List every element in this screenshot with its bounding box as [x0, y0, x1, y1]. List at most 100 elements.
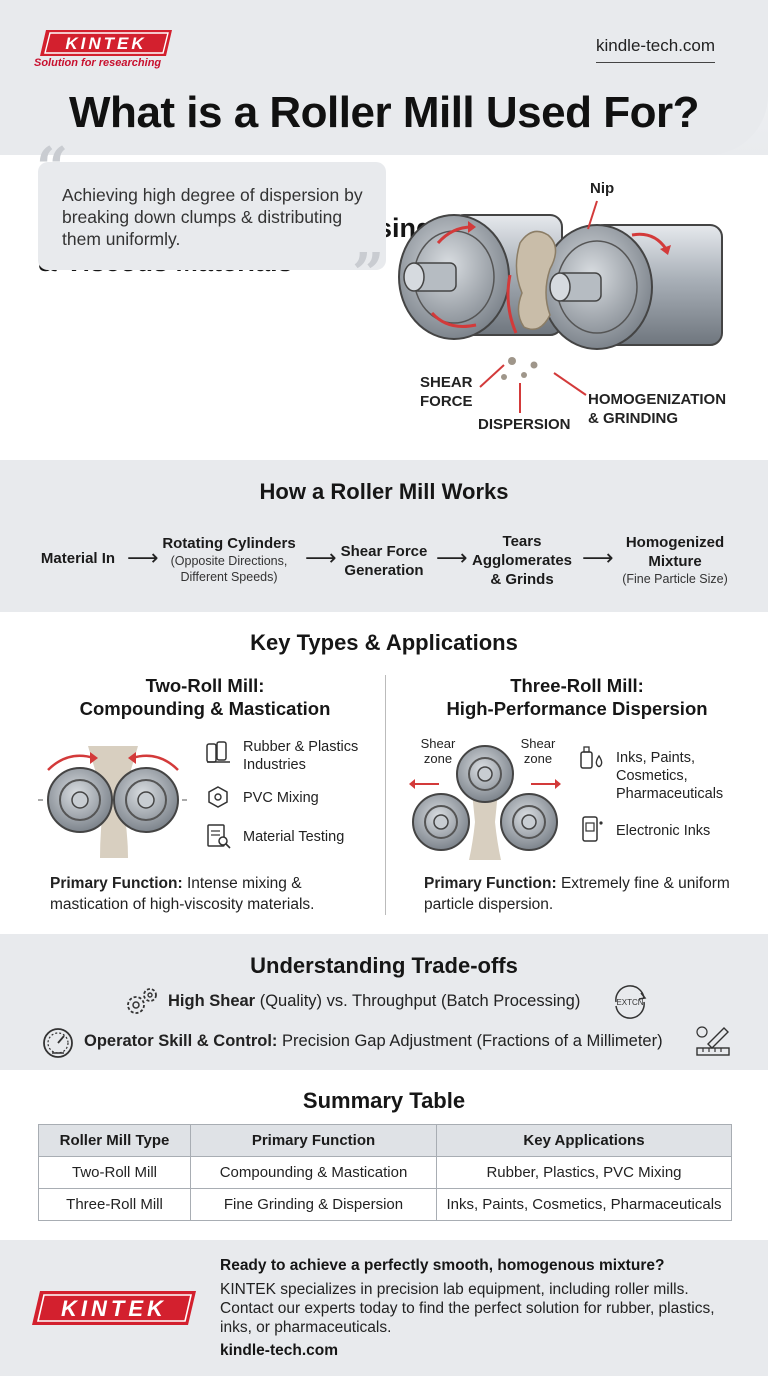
label-homog-1: HOMOGENIZATION [588, 391, 726, 408]
shear-zone-right-line2: zone [523, 751, 553, 766]
three-roll-app-electronic: Electronic Inks [616, 823, 711, 839]
tradeoff-operator-skill: Operator Skill & Control: Precision Gap … [84, 1032, 663, 1051]
footer-title: Ready to achieve a perfectly smooth, hom… [220, 1257, 665, 1274]
table-cell: Compounding & Mastication [190, 1156, 437, 1189]
arrow-right-icon: ⟶ [305, 545, 337, 570]
table-cell: Two-Roll Mill [38, 1156, 191, 1189]
flow-step-label: Material In [40, 550, 116, 567]
two-roll-title-line2: Compounding & Mastication [79, 698, 331, 719]
footer-kintek-logo[interactable]: KINTEK [30, 1289, 198, 1327]
table-header-cell: Primary Function [190, 1124, 437, 1157]
bottle-drop-icon [580, 746, 603, 769]
table-header-cell: Roller Mill Type [38, 1124, 191, 1157]
arrow-right-icon: ⟶ [127, 545, 159, 570]
table-row: Two-Roll Mill Compounding & Mastication … [38, 1156, 732, 1189]
roller-mill-illustration: Nip SHEAR FORCE DISPERSION HOMOGENIZATIO… [398, 180, 726, 433]
tradeoff-shear-throughput: High Shear (Quality) vs. Throughput (Bat… [168, 992, 580, 1011]
label-shear-2: FORCE [420, 393, 473, 410]
two-roll-app-pvc: PVC Mixing [243, 790, 319, 806]
three-roll-app-inks: Inks, Paints, Cosmetics, Pharmaceuticals [616, 750, 724, 802]
footer-site-link[interactable]: kindle-tech.com [220, 1342, 338, 1359]
flow-step-rotating-cylinders: Rotating Cylinders (Opposite Directions,… [156, 534, 302, 585]
kintek-logo[interactable]: KINTEK [38, 28, 174, 58]
flow-step-label: Tears Agglomerates & Grinds [471, 533, 573, 588]
shear-zone-left-line2: zone [423, 751, 453, 766]
gears-icon [127, 988, 157, 1014]
page-title: What is a Roller Mill Used For? [69, 88, 699, 137]
summary-table: Roller Mill Type Primary Function Key Ap… [38, 1124, 732, 1221]
gauge-icon [43, 1028, 73, 1058]
table-row: Three-Roll Mill Fine Grinding & Dispersi… [38, 1188, 732, 1221]
table-cell: Fine Grinding & Dispersion [190, 1188, 437, 1221]
flow-step-sub: (Fine Particle Size) [622, 572, 728, 586]
two-roll-app-rubber: Rubber & Plastics Industries [243, 739, 359, 773]
table-cell: Inks, Paints, Cosmetics, Pharmaceuticals [436, 1188, 732, 1221]
tradeoff-line1-rest: (Quality) vs. Throughput (Batch Processi… [255, 992, 581, 1010]
two-roll-title-line1: Two-Roll Mill: [145, 675, 265, 696]
primary-function-label: Primary Function: [50, 875, 183, 892]
flow-step-label: Shear Force Generation [340, 543, 428, 579]
pvc-molecule-icon [208, 786, 228, 808]
material-testing-icon [207, 824, 231, 849]
label-shear-1: SHEAR [420, 374, 473, 391]
arrow-right-icon: ⟶ [582, 545, 614, 570]
tradeoff-line1-bold: High Shear [168, 992, 256, 1010]
label-dispersion: DISPERSION [478, 416, 571, 433]
how-it-works-section [0, 460, 768, 612]
tradeoff-line2-bold: Operator Skill & Control: [84, 1032, 278, 1050]
electronic-device-icon [582, 816, 603, 842]
footer-body: KINTEK specializes in precision lab equi… [220, 1281, 715, 1336]
refresh-cycle-icon: EXTCN [615, 985, 647, 1019]
table-header-row: Roller Mill Type Primary Function Key Ap… [38, 1124, 732, 1157]
shear-zone-right-line1: Shear [520, 736, 556, 751]
three-roll-title: Three-Roll Mill: High-Performance Disper… [410, 674, 744, 720]
two-roll-app-testing: Material Testing [243, 829, 345, 845]
flow-step-homogenized: Homogenized Mixture (Fine Particle Size) [610, 533, 740, 587]
flow-step-tears-agglomerates: Tears Agglomerates & Grinds [466, 532, 578, 589]
header-panel [0, 0, 768, 155]
rubber-rolls-icon [206, 741, 230, 763]
primary-function-text: Extremely fine & uniform particle disper… [424, 875, 730, 913]
quote-box [38, 162, 386, 270]
primary-function-text: Intense mixing & mastication of high-vis… [50, 875, 315, 913]
three-roll-title-line1: Three-Roll Mill: [510, 675, 644, 696]
flow-step-sub: (Opposite Directions, Different Speeds) [170, 554, 288, 584]
refresh-icon-text: EXTCN [616, 998, 643, 1007]
quote-text: Achieving high degree of dispersion by b… [62, 185, 363, 249]
label-nip: Nip [590, 180, 614, 197]
flow-step-label: Homogenized Mixture [625, 534, 725, 570]
types-title: Key Types & Applications [250, 630, 518, 655]
three-roll-illustration [409, 745, 561, 860]
flow-step-shear-force: Shear Force Generation [334, 542, 434, 580]
how-title: How a Roller Mill Works [259, 479, 509, 504]
three-roll-primary-function: Primary Function: Extremely fine & unifo… [424, 873, 744, 915]
logo-text: KINTEK [65, 34, 146, 53]
footer-logo-text: KINTEK [61, 1296, 167, 1321]
site-link[interactable]: kindle-tech.com [596, 36, 716, 63]
label-homog-2: & GRINDING [588, 410, 678, 427]
three-roll-title-line2: High-Performance Dispersion [446, 698, 708, 719]
two-roll-primary-function: Primary Function: Intense mixing & masti… [50, 873, 370, 915]
quote-close-icon: ” [352, 241, 385, 307]
flow-step-material-in: Material In [30, 549, 126, 568]
logo-tagline: Solution for researching [34, 57, 162, 69]
summary-title: Summary Table [302, 1088, 466, 1113]
shear-zone-left: Shear zone [413, 736, 463, 766]
material-in-nip [501, 230, 557, 380]
ruler-pencil-icon [696, 1026, 730, 1056]
flow-step-label: Rotating Cylinders [162, 535, 296, 552]
table-cell: Rubber, Plastics, PVC Mixing [436, 1156, 732, 1189]
arrow-right-icon: ⟶ [436, 545, 468, 570]
table-cell: Three-Roll Mill [38, 1188, 191, 1221]
tradeoffs-title: Understanding Trade-offs [250, 953, 518, 978]
tradeoff-line2-rest: Precision Gap Adjustment (Fractions of a… [277, 1032, 663, 1050]
right-roller [541, 224, 723, 350]
shear-zone-right: Shear zone [513, 736, 563, 766]
primary-function-label: Primary Function: [424, 875, 557, 892]
shear-zone-left-line1: Shear [420, 736, 456, 751]
types-divider [385, 675, 386, 915]
two-roll-illustration [38, 746, 188, 858]
quote-open-icon: “ [36, 135, 69, 201]
table-header-cell: Key Applications [436, 1124, 732, 1157]
two-roll-title: Two-Roll Mill: Compounding & Mastication [40, 674, 370, 720]
